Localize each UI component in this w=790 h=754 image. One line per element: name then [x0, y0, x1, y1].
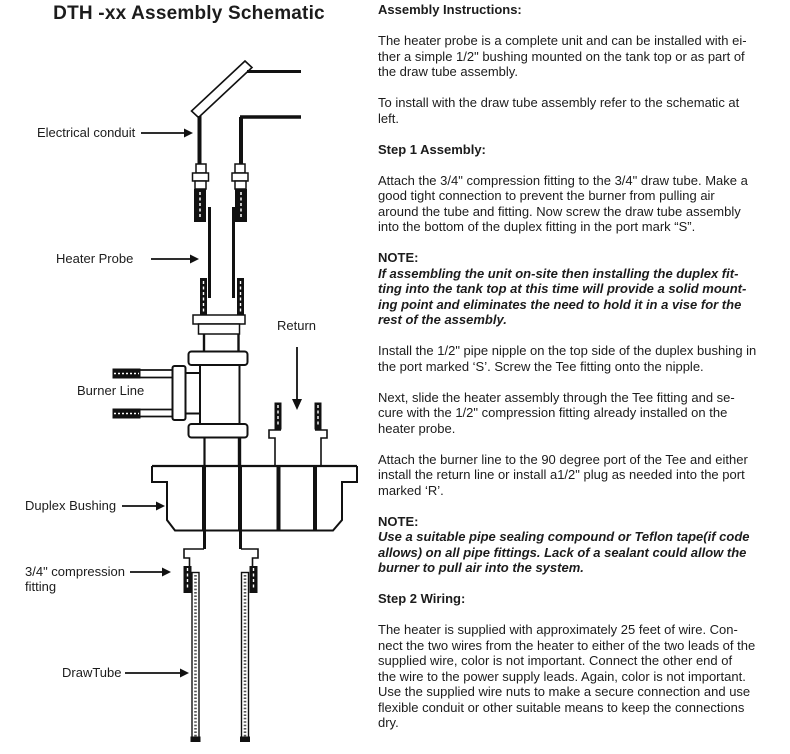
return-arrow: [292, 399, 302, 410]
duplex-bushing-shape: [151, 464, 358, 532]
draw-tube-shape: [183, 530, 259, 742]
note-heading: NOTE:: [378, 250, 419, 265]
conduit-fittings: [191, 163, 249, 222]
instructions-heading: Assembly Instructions:: [378, 2, 522, 17]
drawtube-arrow: [180, 668, 189, 678]
instructions-paragraph: Next, slide the heater assembly through …: [378, 389, 735, 436]
instructions-paragraph: Install the 1/2" pipe nipple on the top …: [378, 343, 757, 374]
burner-line-shape: [112, 368, 173, 419]
label-drawtube: DrawTube: [62, 665, 122, 680]
instructions-paragraph: The heater is supplied with approximatel…: [378, 622, 756, 730]
assembly-schematic: Electrical conduit Heater Probe Return B…: [0, 0, 378, 754]
heater-probe-shape: [208, 207, 235, 298]
note-text: If assembling the unit on-site then inst…: [378, 265, 747, 328]
label-return: Return: [277, 318, 317, 333]
duplex-bushing-arrow: [156, 501, 165, 511]
heater-probe-arrow: [190, 254, 199, 264]
compression-fitting-arrow: [162, 567, 171, 577]
electrical-conduit-shape: [190, 59, 301, 164]
note-text: Use a suitable pipe sealing compound or …: [378, 529, 750, 575]
label-burner-line: Burner Line: [77, 383, 145, 398]
assembly-schematic-drawing: [112, 59, 358, 742]
label-arrows: [122, 128, 199, 678]
tee-fitting: [171, 350, 249, 466]
assembly-instructions: Assembly Instructions: The heater probe …: [378, 2, 778, 746]
label-heater-probe: Heater Probe: [56, 251, 134, 266]
electrical-conduit-arrow: [184, 128, 193, 138]
label-compression-fitting: 3/4" compression fitting: [25, 564, 125, 594]
instructions-paragraph: To install with the draw tube assembly r…: [378, 95, 740, 126]
page-title: DTH -xx Assembly Schematic: [53, 3, 325, 24]
label-electrical-conduit: Electrical conduit: [37, 125, 136, 140]
probe-compression-fitting: [192, 278, 246, 352]
instructions-paragraph: Attach the burner line to the 90 degree …: [378, 451, 748, 498]
label-duplex-bushing: Duplex Bushing: [25, 498, 117, 513]
instructions-paragraph: Attach the 3/4" compression fitting to t…: [378, 172, 748, 235]
return-port-shape: [268, 347, 328, 466]
note-heading: NOTE:: [378, 513, 419, 529]
step2-heading: Step 2 Wiring:: [378, 591, 466, 606]
instructions-paragraph: The heater probe is a complete unit and …: [378, 33, 747, 79]
step1-heading: Step 1 Assembly:: [378, 141, 486, 157]
